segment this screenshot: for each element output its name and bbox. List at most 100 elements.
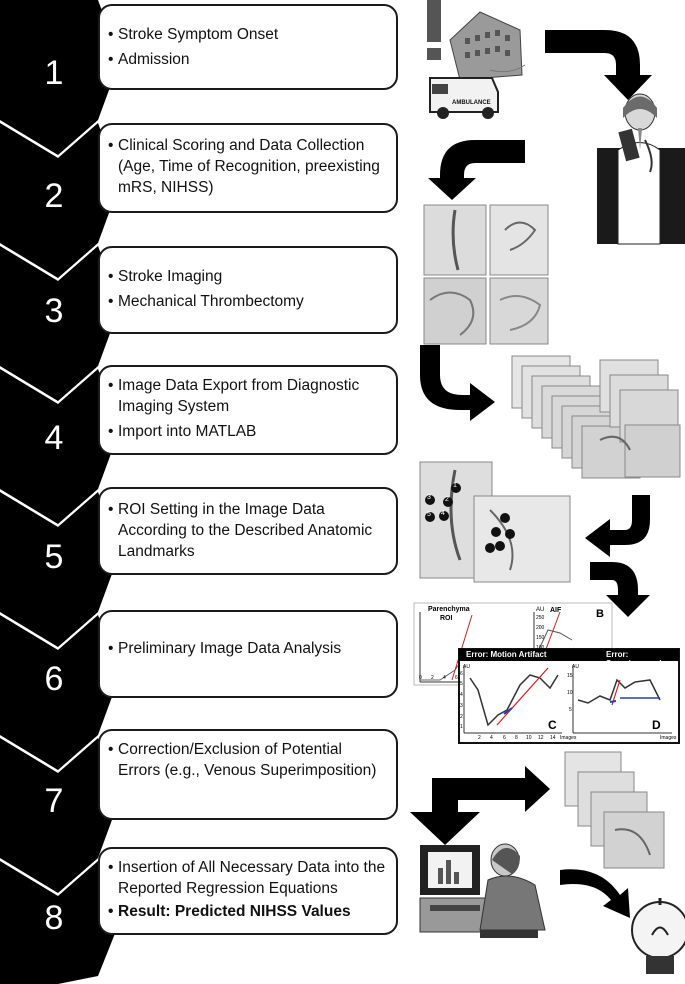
chart-c-ytick-4: 4 [460, 692, 463, 698]
step-2-bullet-1: Clinical Scoring and Data Collection (Ag… [108, 135, 388, 198]
roi-images [419, 461, 571, 583]
step-box-8: Insertion of All Necessary Data into the… [98, 847, 398, 935]
chart-aif-tick-150: 150 [536, 635, 545, 641]
arrow-errors-right-icon [458, 766, 550, 812]
step-5-bullet-1: ROI Setting in the Image Data According … [108, 499, 388, 562]
step-number-8: 8 [44, 899, 64, 937]
arrow-imaging-to-stack-icon [420, 345, 495, 421]
lightbulb-icon [631, 898, 685, 974]
chart-d-ytick-15: 15 [567, 673, 573, 679]
roi-marker-5: 5 [427, 511, 431, 518]
step-4-bullet-1: Image Data Export from Diagnostic Imagin… [108, 375, 388, 417]
error-motion-title: Error: Motion Artifact [466, 650, 547, 659]
chart-c-xunit: Images [560, 735, 577, 741]
step-number-3: 3 [44, 292, 64, 330]
chart-c-xtick-2: 2 [478, 735, 481, 741]
arrow-errors-down-icon [410, 778, 480, 845]
step-box-5: ROI Setting in the Image Data According … [98, 487, 398, 575]
chart-c-ytick-1: 1 [460, 724, 463, 730]
arrow-doctor-to-imaging-icon [428, 140, 525, 200]
chevron-5 [0, 492, 120, 647]
chart-c-xtick-6: 6 [503, 735, 506, 741]
chart-c-ytick-5: 5 [460, 681, 463, 687]
chart-parenchyma-tick-4: 4 [443, 675, 446, 681]
step-8-bullet-1: Insertion of All Necessary Data into the… [108, 857, 388, 899]
chart-b-label: B [596, 608, 604, 620]
step-box-1: Stroke Symptom Onset Admission [98, 4, 398, 90]
chart-aif-tick-100: 100 [536, 645, 545, 651]
arrow-stack-to-roi-icon [585, 495, 650, 557]
chart-c-label: C [548, 718, 557, 732]
error-super-title: Error: Superimposed [606, 650, 662, 668]
motion-artifact-curve [469, 674, 559, 727]
chart-c-ytick-2: 2 [460, 714, 463, 720]
chevron-3 [0, 246, 120, 401]
step-box-4: Image Data Export from Diagnostic Imagin… [98, 365, 398, 455]
arrow-person-to-bulb-icon [560, 869, 630, 918]
chart-d-ytick-10: 10 [567, 690, 573, 696]
step-3-bullet-2: Mechanical Thrombectomy [108, 291, 388, 312]
chevron-6 [0, 615, 120, 770]
person-computer-icon [419, 843, 546, 938]
step-8-result: Result: Predicted NIHSS Values [108, 901, 388, 922]
roi-marker-1: 1 [453, 482, 457, 489]
step-1-bullet-1: Stroke Symptom Onset [108, 24, 388, 45]
chevron-8 [0, 861, 120, 984]
chart-d-label: D [652, 718, 661, 732]
step-box-6: Preliminary Image Data Analysis [98, 610, 398, 698]
chevron-1 [0, 0, 120, 155]
step-box-2: Clinical Scoring and Data Collection (Ag… [98, 123, 398, 213]
chevron-2 [0, 123, 120, 278]
step-box-3: Stroke Imaging Mechanical Thrombectomy [98, 246, 398, 334]
step-box-7: Correction/Exclusion of Potential Errors… [98, 729, 398, 820]
step-6-bullet-1: Preliminary Image Data Analysis [108, 638, 388, 659]
step-3-bullet-1: Stroke Imaging [108, 266, 388, 287]
chevron-7 [0, 738, 120, 893]
image-stack [511, 355, 681, 479]
doctor-icon [597, 93, 685, 245]
step-1-bullet-2: Admission [108, 49, 388, 70]
corrected-image-stack [564, 751, 665, 869]
chart-c-au: AU [463, 664, 470, 670]
roi-marker-4: 4 [441, 510, 445, 517]
step-number-4: 4 [44, 419, 64, 457]
chart-c-xtick-10: 10 [526, 735, 532, 741]
chart-parenchyma-tick-0: 0 [419, 675, 422, 681]
angiography-grid-image [423, 204, 549, 345]
chart-error-panel [458, 648, 680, 744]
step-number-5: 5 [44, 538, 64, 576]
hospital-ambulance-icon [427, 0, 526, 119]
roi-marker-2: 2 [445, 496, 449, 503]
arrow-ambulance-to-doctor-icon [545, 30, 652, 100]
step-7-bullet-1: Correction/Exclusion of Potential Errors… [108, 739, 388, 781]
chart-d-ytick-5: 5 [569, 707, 572, 713]
chart-aif-title: AIF [550, 607, 562, 614]
chart-c-xtick-4: 4 [490, 735, 493, 741]
flow-arrows [410, 30, 652, 918]
chevron-4 [0, 369, 120, 524]
chart-c-xtick-12: 12 [538, 735, 544, 741]
chart-parenchyma-sub: ROI [440, 615, 453, 622]
arrow-roi-to-charts-icon [590, 562, 650, 617]
chevron-column [0, 0, 120, 984]
roi-marker-3: 3 [427, 494, 431, 501]
chart-parenchyma-tick-6: 6 [455, 675, 458, 681]
chart-parenchyma-title: Parenchyma [428, 606, 470, 613]
step-4-bullet-2: Import into MATLAB [108, 421, 388, 442]
chart-c-ytick-6: 6 [460, 671, 463, 677]
step-number-7: 7 [44, 782, 64, 820]
chart-au-label: AU [536, 607, 545, 613]
superimposed-curve [577, 678, 661, 704]
chart-parenchyma-tick-2: 2 [431, 675, 434, 681]
chart-d-au: AU [572, 664, 579, 670]
chart-aif-tick-200: 200 [536, 625, 545, 631]
ambulance-label: AMBULANCE [452, 100, 491, 106]
chart-c-ytick-3: 3 [460, 703, 463, 709]
step-number-2: 2 [44, 177, 64, 215]
step-number-1: 1 [44, 54, 64, 92]
chart-c-xtick-14: 14 [550, 735, 556, 741]
step-number-6: 6 [44, 660, 64, 698]
chart-d-xunit: Images [660, 735, 677, 741]
chart-c-xtick-8: 8 [515, 735, 518, 741]
